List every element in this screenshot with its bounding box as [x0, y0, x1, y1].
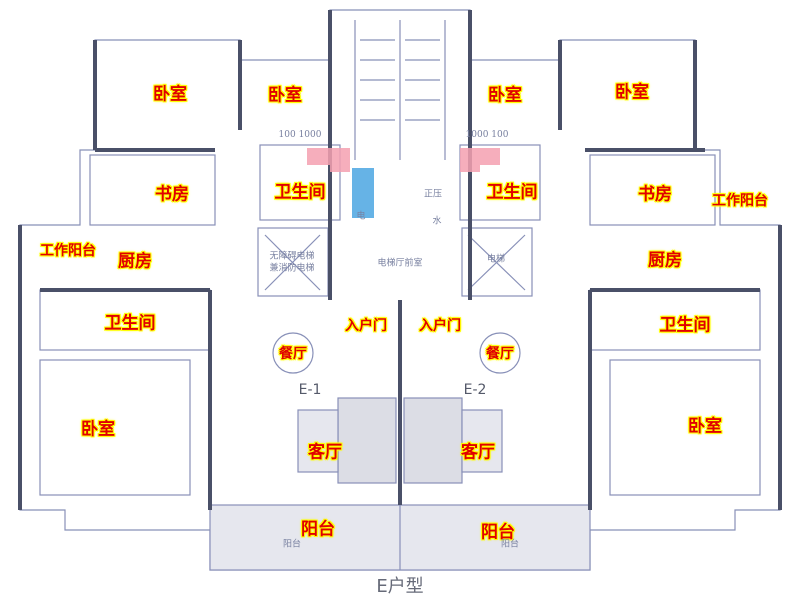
pressure-shaft-label: 正压	[423, 189, 443, 200]
room-label-bathroom: 卫生间	[486, 182, 538, 203]
room-label-work-balcony: 工作阳台	[40, 243, 96, 259]
elevator-fire-label: 兼消防电梯	[269, 263, 315, 274]
room-label-dining: 餐厅	[486, 346, 514, 362]
room-label-bedroom: 卧室	[81, 419, 115, 440]
unit-label-e2: E-2	[463, 382, 487, 398]
water-shaft-label: 水	[432, 216, 442, 227]
balcony-small-label: 阳台	[282, 539, 302, 550]
dimension-right: 1000 100	[465, 130, 509, 140]
room-label-living: 客厅	[461, 442, 495, 463]
plan-title: E户型	[376, 576, 424, 597]
electric-shaft-label: 电	[356, 211, 366, 222]
room-label-entrance: 入户门	[419, 318, 461, 334]
room-label-dining: 餐厅	[279, 346, 307, 362]
room-label-bedroom: 卧室	[268, 85, 302, 106]
room-label-study: 书房	[155, 184, 189, 205]
room-label-kitchen: 厨房	[118, 251, 152, 272]
room-label-bathroom: 卫生间	[104, 313, 156, 334]
room-label-balcony: 阳台	[301, 519, 335, 540]
room-label-bedroom: 卧室	[688, 416, 722, 437]
unit-label-e1: E-1	[298, 382, 322, 398]
room-label-kitchen: 厨房	[648, 250, 682, 271]
room-label-work-balcony: 工作阳台	[712, 193, 768, 209]
room-label-entrance: 入户门	[345, 318, 387, 334]
room-label-study: 书房	[638, 184, 672, 205]
room-label-bathroom: 卫生间	[274, 182, 326, 203]
room-label-bathroom: 卫生间	[659, 315, 711, 336]
room-label-living: 客厅	[308, 442, 342, 463]
room-label-bedroom: 卧室	[153, 84, 187, 105]
balcony-small-label: 阳台	[500, 539, 520, 550]
room-label-bedroom: 卧室	[488, 85, 522, 106]
room-label-balcony: 阳台	[481, 522, 515, 543]
elevator-accessible-label: 无障碍电梯	[269, 251, 315, 262]
dimension-left: 100 1000	[278, 130, 322, 140]
room-label-bedroom: 卧室	[615, 82, 649, 103]
lobby-label: 电梯厅前室	[377, 258, 423, 269]
elevator-label: 电梯	[486, 254, 506, 265]
